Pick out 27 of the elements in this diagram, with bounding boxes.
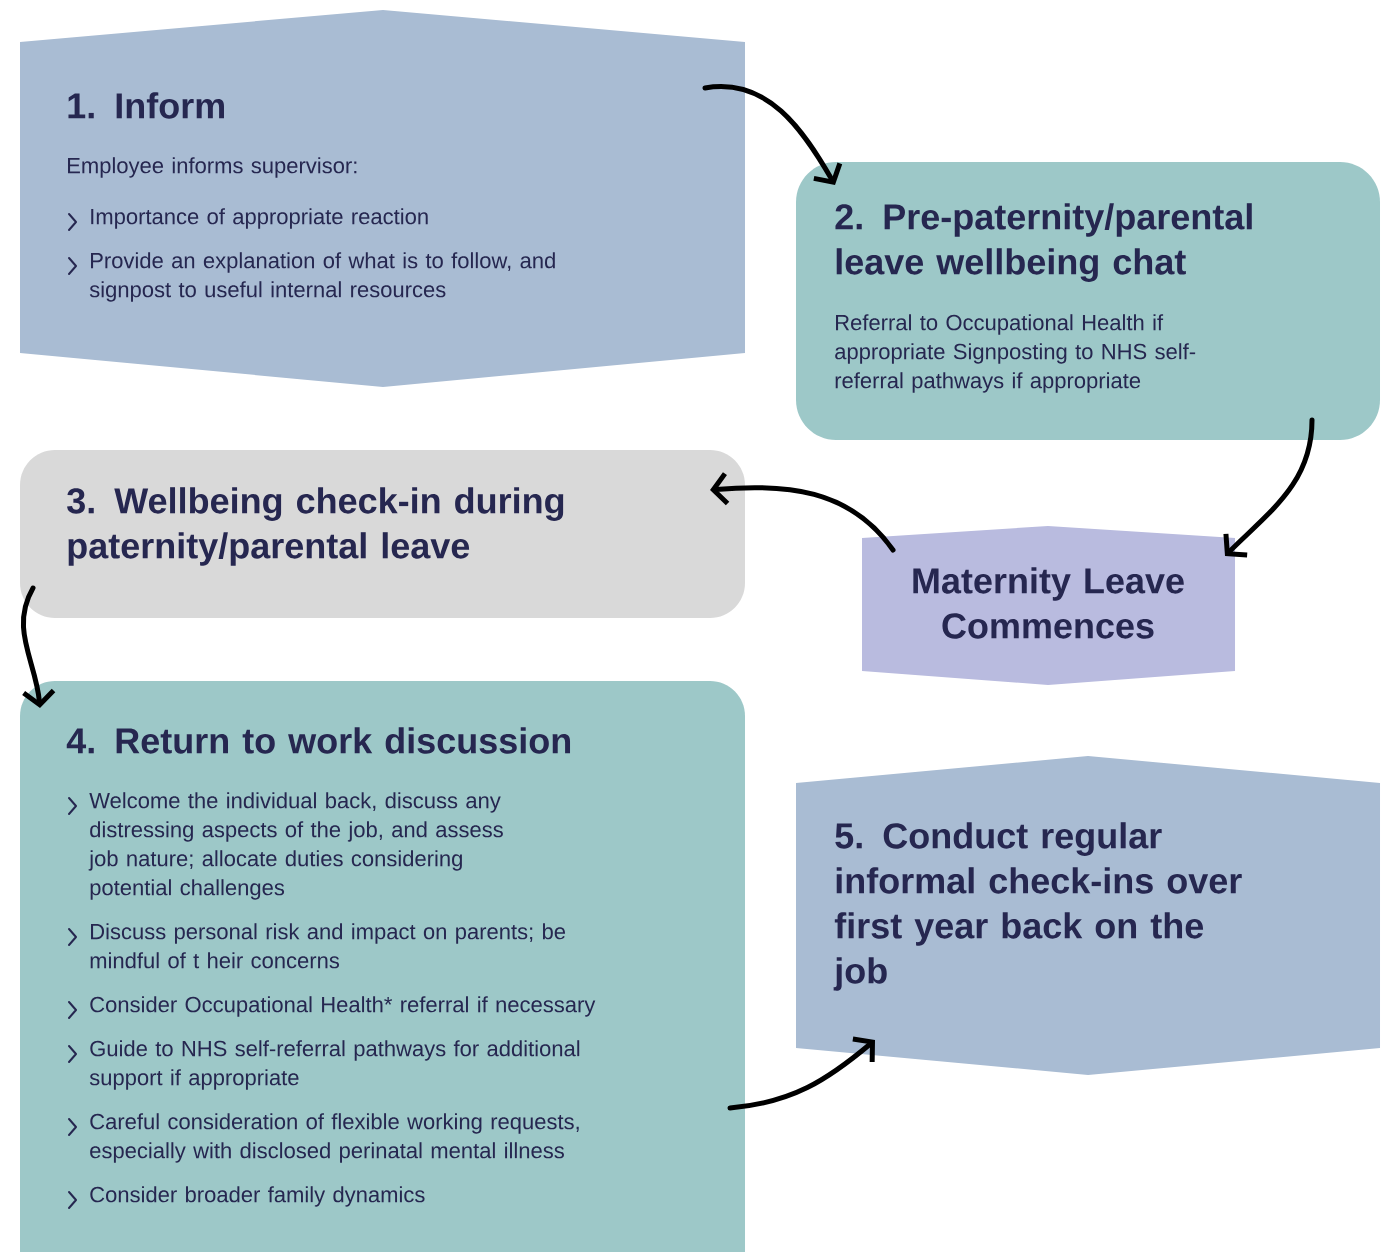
arrow bbox=[1223, 417, 1315, 558]
heading: 3. Wellbeing check-in during paternity/parental leave bbox=[67, 487, 564, 566]
heading: 1. Inform bbox=[68, 92, 224, 119]
heading: 5. Conduct regular informal check-ins over first year back on the job bbox=[833, 822, 1242, 991]
bullet-item: Discuss personal risk and impact on parents; be mindful of t heir concerns bbox=[68, 923, 566, 969]
hexagon-box bbox=[862, 526, 1235, 685]
arrow bbox=[710, 472, 896, 553]
hexagon-box bbox=[20, 10, 745, 387]
heading: 2. Pre-paternity/parental leave wellbeing chat bbox=[835, 203, 1252, 282]
rounded-box bbox=[20, 681, 745, 1252]
bullet-item: Consider broader family dynamics bbox=[68, 1186, 425, 1209]
bullet-item: Welcome the individual back, discuss any distressing aspects of the job, and assess job nature; allocate duties considering potential challenges bbox=[68, 792, 503, 900]
bullet-item: Careful consideration of flexible working requests, especially with disclosed perinatal mental illness bbox=[68, 1113, 579, 1163]
arrow bbox=[727, 1036, 875, 1111]
rounded-box bbox=[20, 450, 745, 618]
hexagon-box bbox=[796, 756, 1380, 1075]
bullet-item: Provide an explanation of what is to follow, and signpost to useful internal resources bbox=[68, 252, 555, 302]
heading: 4. Return to work discussion bbox=[66, 727, 570, 754]
body-text: Referral to Occupational Health if appropriate Signposting to NHS self-referral pathways if appropriate bbox=[835, 314, 1196, 393]
arrow bbox=[702, 84, 843, 185]
heading: Maternity Leave Commences bbox=[913, 567, 1184, 639]
bullet-item: Guide to NHS self-referral pathways for additional support if appropriate bbox=[68, 1040, 580, 1090]
arrow bbox=[20, 585, 56, 708]
bullet-item: Consider Occupational Health* referral if necessary bbox=[68, 996, 596, 1019]
bullet-item: Importance of appropriate reaction bbox=[68, 208, 428, 231]
body-text: Employee informs supervisor: bbox=[68, 157, 357, 178]
rounded-box bbox=[796, 162, 1380, 440]
